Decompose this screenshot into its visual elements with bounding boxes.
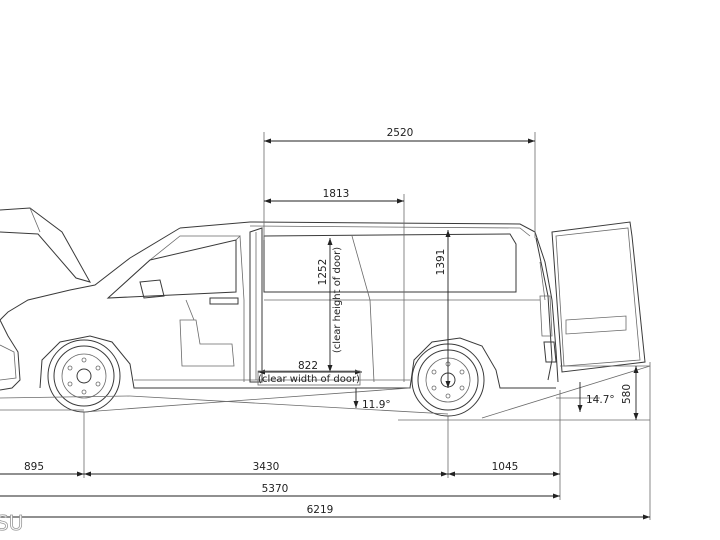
dim-clear-height-label: (clear height of door) [332, 247, 343, 353]
side-mirror [139, 279, 165, 299]
sliding-door-opening [249, 227, 263, 383]
dim-length-body: 5370 [262, 483, 289, 495]
dim-clear-width-value: 822 [298, 360, 318, 372]
dimension-labels: 2520 1813 1252 (clear height of door) 13… [24, 127, 633, 516]
door-handle [209, 297, 239, 305]
side-window [263, 233, 517, 293]
dim-cargo-height: 1391 [435, 249, 447, 276]
dimension-lines [0, 132, 651, 520]
dim-clear-height-value: 1252 [317, 259, 329, 286]
dim-clear-width-label: (clear width of door) [258, 374, 360, 385]
open-rear-door [551, 221, 646, 373]
dim-cargo-length: 2520 [387, 127, 414, 139]
dim-wheelbase: 3430 [253, 461, 280, 473]
front-door-window [106, 239, 237, 299]
front-wheel [47, 339, 121, 413]
dim-front-overhang: 895 [24, 461, 44, 473]
van-outline [0, 207, 559, 391]
dim-rear-overhang: 1045 [492, 461, 519, 473]
watermark: SU [0, 511, 23, 535]
dim-side-door-width: 1813 [323, 188, 350, 200]
dim-ramp-angle: 11.9° [362, 399, 391, 411]
open-hood [0, 207, 92, 283]
roof-line [179, 221, 559, 383]
dim-length-total: 6219 [307, 504, 334, 516]
dim-rear-ground-height: 580 [621, 384, 633, 404]
front-bumper [0, 319, 21, 391]
dim-departure-angle: 14.7° [586, 394, 615, 406]
